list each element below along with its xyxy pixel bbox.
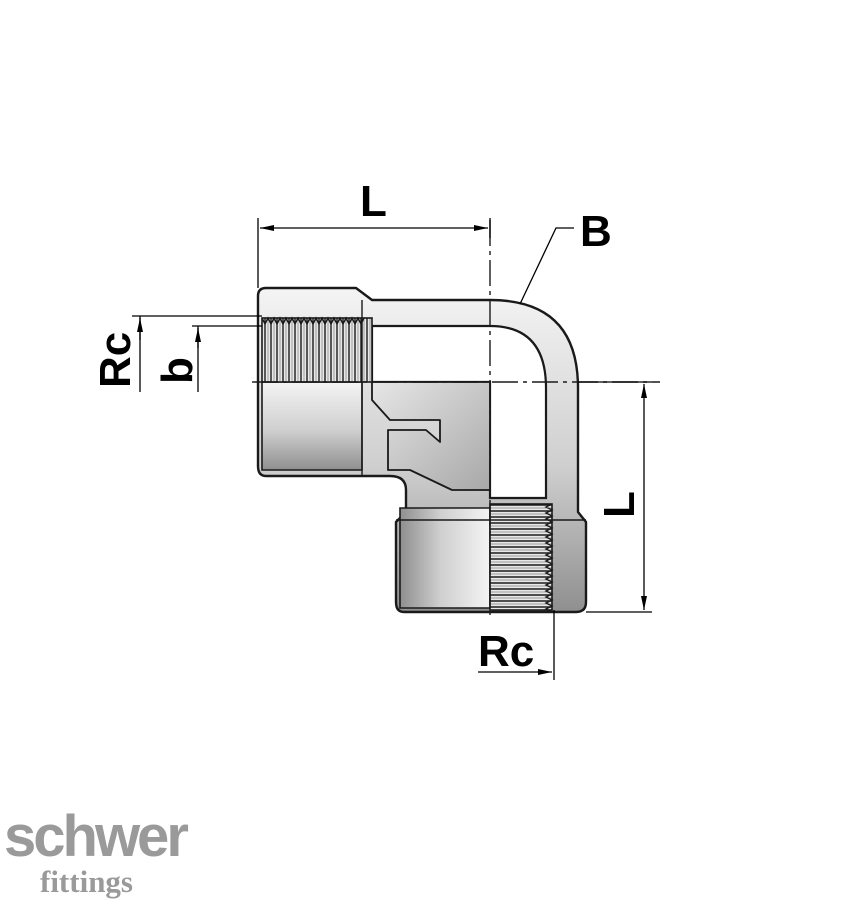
dimension-lines: [132, 218, 652, 680]
label-thread-bottom: Rc: [478, 627, 534, 676]
bottom-thread-crests: [544, 503, 554, 613]
label-side-length: L: [595, 491, 644, 518]
label-thread-left: Rc: [91, 332, 140, 388]
inner-cavity: [371, 381, 491, 491]
left-socket-lower: [261, 381, 363, 471]
elbow-body: [256, 286, 588, 614]
left-socket-thread: [261, 317, 373, 383]
label-top-length: L: [360, 177, 387, 226]
label-thread-depth: b: [153, 357, 202, 384]
elbow-inner-bore: [370, 324, 548, 500]
bottom-socket-left: [399, 507, 491, 609]
label-bend: B: [580, 207, 612, 256]
left-thread-crests: [261, 316, 365, 326]
brand-logo: schwer: [4, 804, 189, 869]
brand-tagline: fittings: [40, 864, 133, 899]
